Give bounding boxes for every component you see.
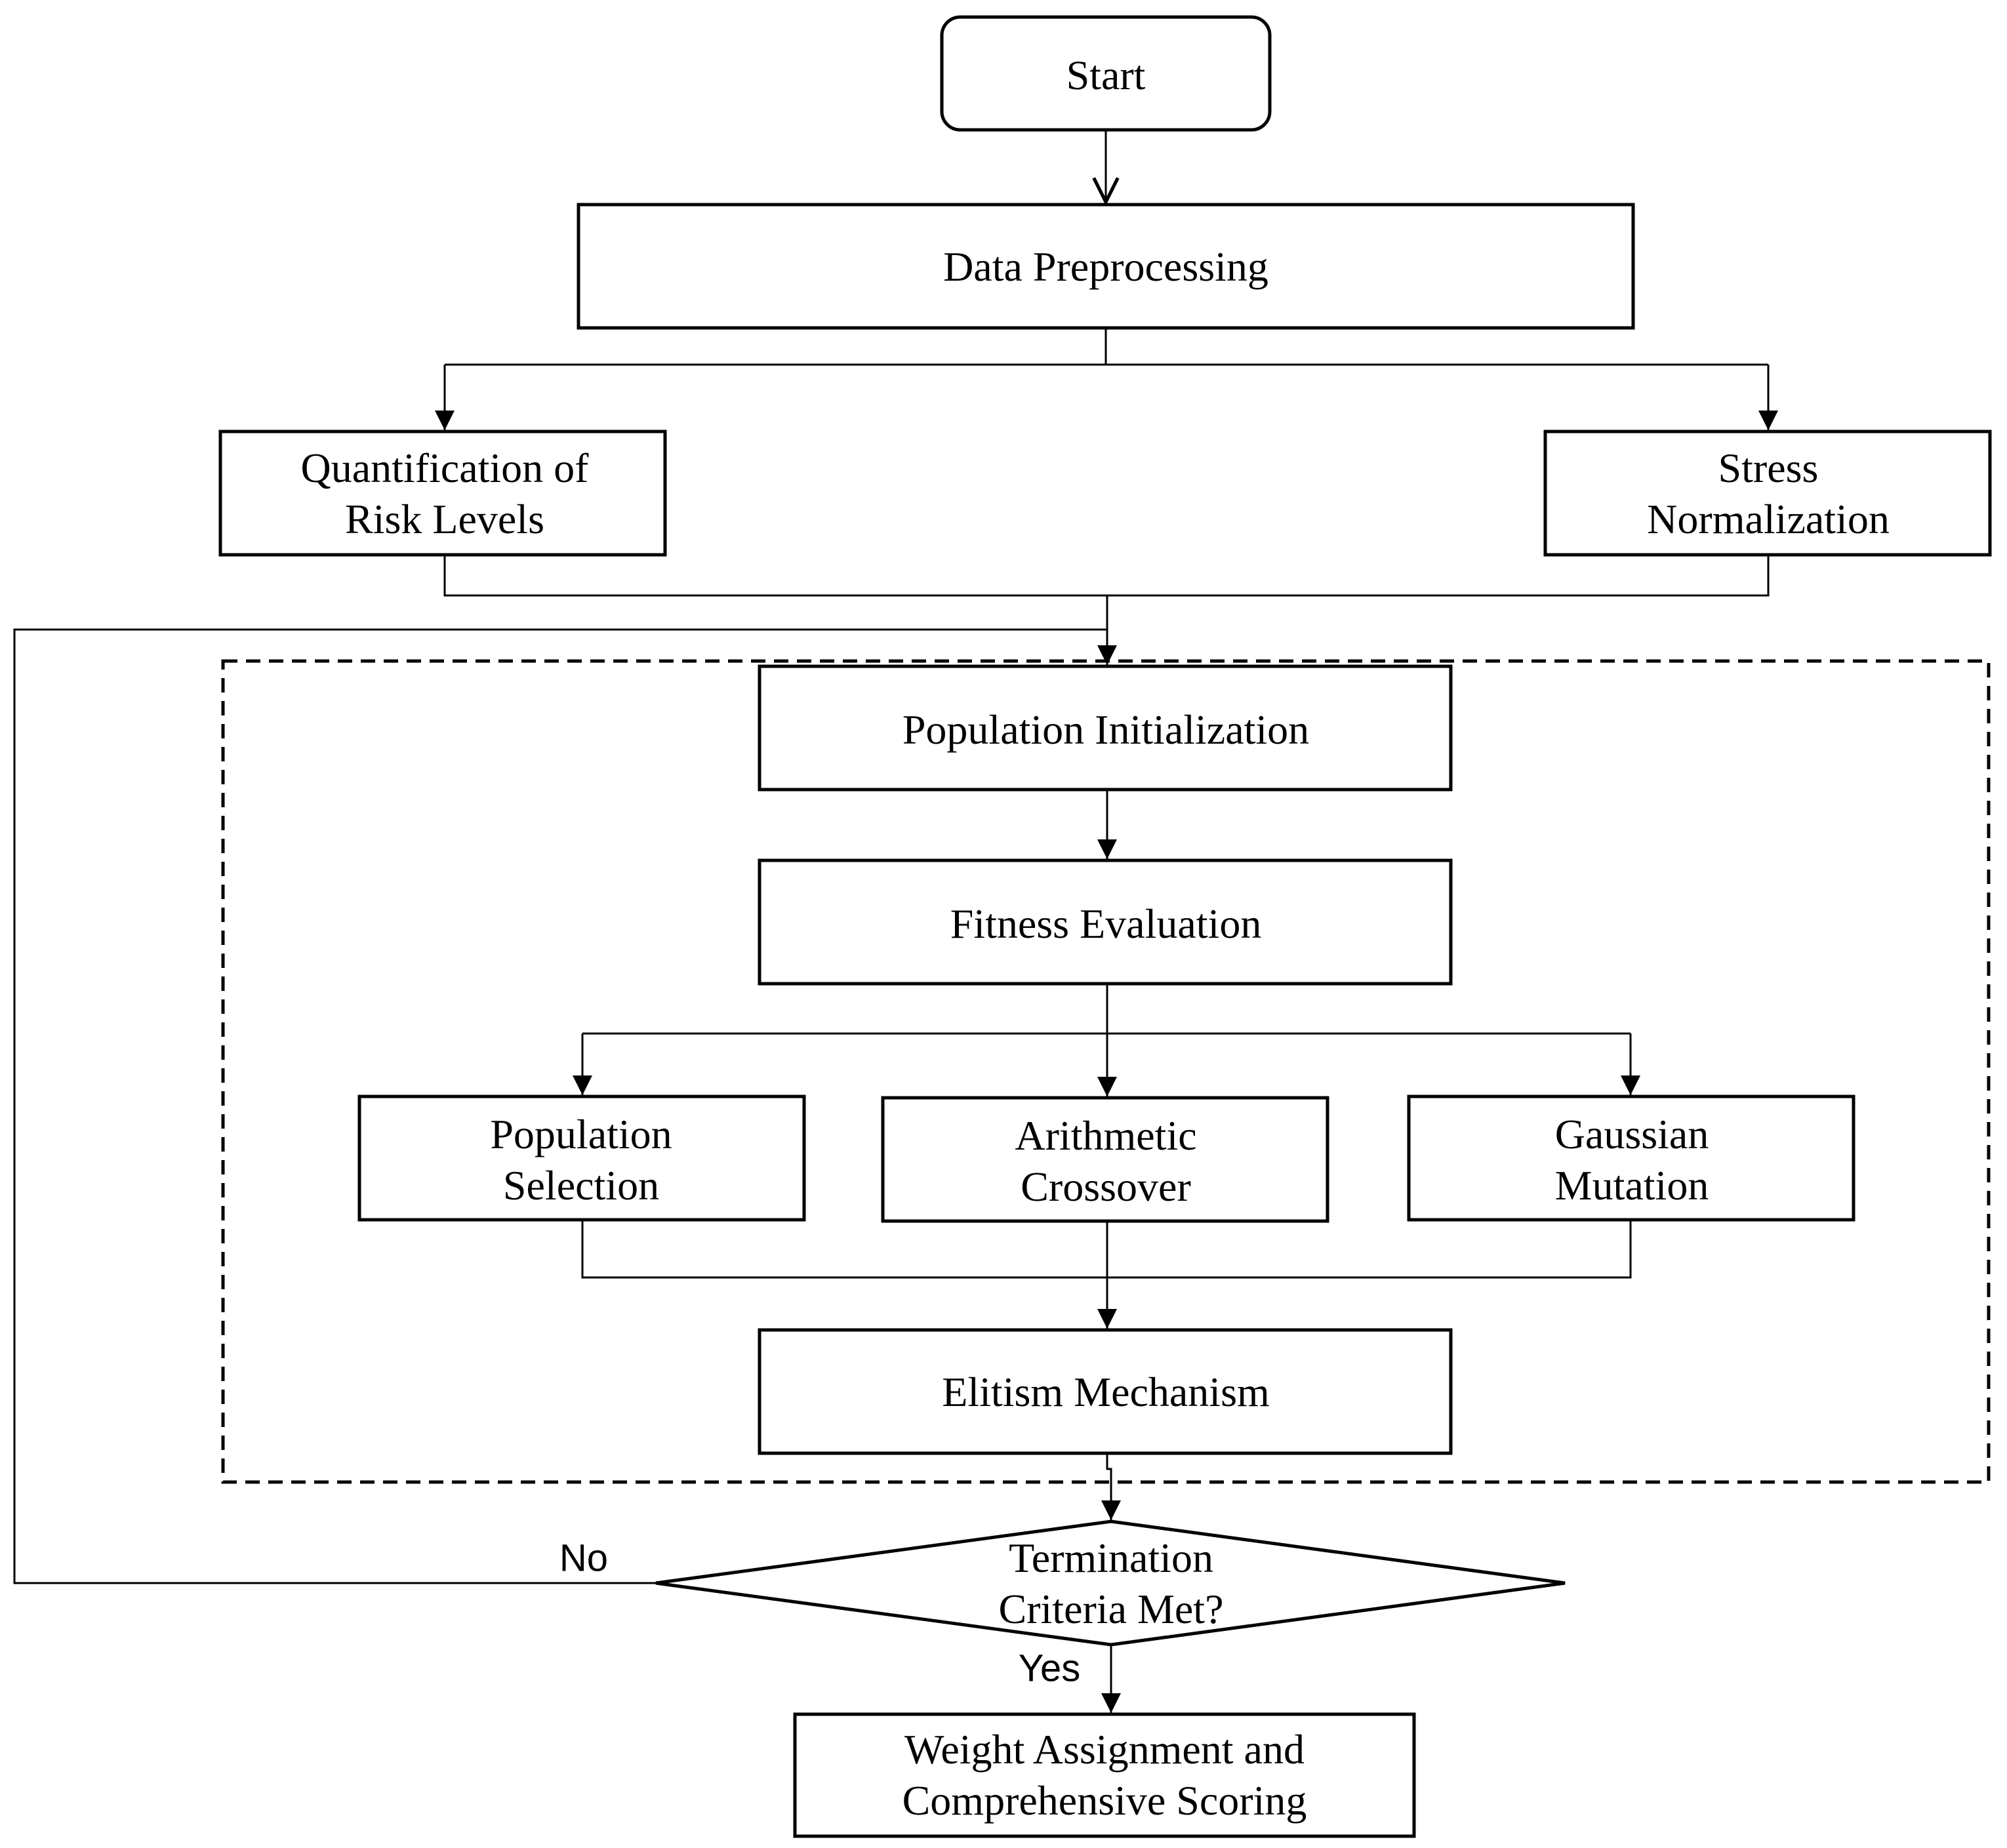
node-start-label-line: Start [1066, 52, 1146, 98]
node-weight-assignment-label-line: Comprehensive Scoring [902, 1777, 1307, 1824]
node-elitism-mechanism-label: Elitism Mechanism [942, 1369, 1270, 1415]
node-population-initialization-label-line: Population Initialization [902, 706, 1309, 753]
node-start: Start [940, 15, 1272, 132]
node-data-preprocessing: Data Preprocessing [577, 203, 1635, 330]
node-quantification-label: Quantification of Risk Levels [301, 445, 590, 542]
node-fitness-evaluation: Fitness Evaluation [758, 858, 1453, 986]
node-termination-criteria-label-line: Criteria Met? [999, 1586, 1224, 1632]
node-arithmetic-crossover-label-line: Arithmetic [1015, 1112, 1196, 1159]
node-gaussian-mutation-label-line: Mutation [1555, 1162, 1709, 1209]
node-data-preprocessing-label: Data Preprocessing [943, 243, 1268, 290]
node-fitness-evaluation-label-line: Fitness Evaluation [950, 900, 1262, 947]
node-elitism-mechanism-label-line: Elitism Mechanism [942, 1369, 1270, 1415]
node-elitism-mechanism: Elitism Mechanism [758, 1328, 1453, 1455]
node-population-initialization-label: Population Initialization [902, 706, 1309, 753]
node-fitness-evaluation-label: Fitness Evaluation [950, 900, 1262, 947]
node-population-selection-label-line: Selection [503, 1162, 659, 1209]
node-population-selection-label-line: Population [490, 1111, 672, 1157]
edge-label-yes: Yes [1019, 1647, 1081, 1689]
node-quantification-risk-levels: Quantification of Risk Levels [218, 430, 667, 557]
edge-no-loop [13, 628, 1107, 1584]
node-termination-criteria-label-line: Termination [1009, 1535, 1213, 1581]
node-quantification-label-line: Quantification of [301, 445, 590, 491]
node-arithmetic-crossover-label-line: Crossover [1021, 1163, 1191, 1210]
edge-label-no: No [559, 1537, 608, 1579]
edge-merge-bar [443, 555, 1770, 597]
node-start-label: Start [1066, 52, 1146, 98]
node-gaussian-mutation-label-line: Gaussian [1555, 1111, 1709, 1157]
node-stress-normalization-label-line: Normalization [1647, 496, 1890, 542]
node-data-preprocessing-label-line: Data Preprocessing [943, 243, 1268, 290]
node-weight-assignment-label-line: Weight Assignment and [904, 1726, 1305, 1773]
node-population-initialization: Population Initialization [758, 664, 1453, 792]
edge-elitism-termination [1101, 1453, 1121, 1520]
node-quantification-label-line: Risk Levels [345, 496, 544, 542]
node-stress-normalization-label-line: Stress [1718, 445, 1819, 491]
connectors [13, 130, 1778, 1713]
